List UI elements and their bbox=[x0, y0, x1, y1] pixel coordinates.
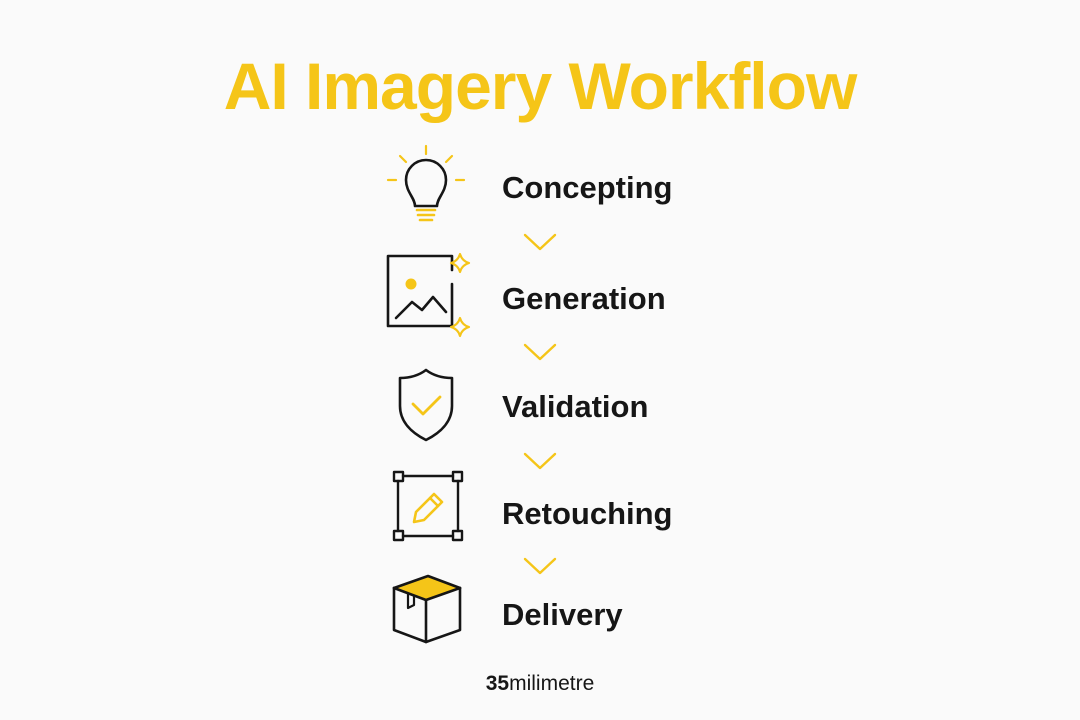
chevron-down-icon bbox=[522, 232, 558, 252]
chevron-down-icon bbox=[522, 451, 558, 471]
step-label-retouching: Retouching bbox=[502, 496, 673, 531]
chevron-down-icon bbox=[522, 342, 558, 362]
chevron-down-icon bbox=[522, 556, 558, 576]
step-label-delivery: Delivery bbox=[502, 597, 623, 632]
pencil-frame-icon bbox=[378, 466, 474, 562]
image-sparkle-icon bbox=[378, 250, 474, 346]
package-box-icon bbox=[378, 568, 474, 664]
shield-check-icon bbox=[378, 360, 474, 456]
step-label-concepting: Concepting bbox=[502, 170, 673, 205]
page-title: AI Imagery Workflow bbox=[223, 49, 858, 123]
lightbulb-icon bbox=[378, 140, 474, 236]
brand-logo: 35milimetre bbox=[0, 671, 1080, 697]
step-label-validation: Validation bbox=[502, 389, 649, 424]
brand-name: milimetre bbox=[509, 672, 595, 695]
step-label-generation: Generation bbox=[502, 281, 666, 316]
brand-number: 35 bbox=[485, 672, 510, 695]
